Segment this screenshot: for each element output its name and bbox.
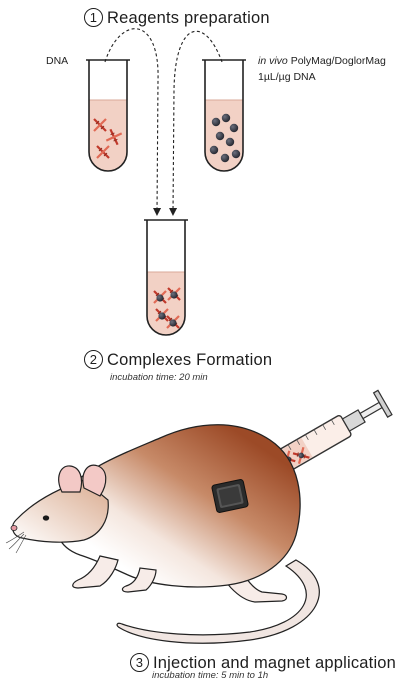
step-3-number: 3 [130, 653, 149, 672]
step-3-note: incubation time: 5 min to 1h [152, 670, 268, 681]
reagent-tube [202, 60, 246, 171]
dna-tube [86, 60, 130, 171]
rat-eye [43, 515, 49, 520]
step-2-title: Complexes Formation [107, 351, 272, 369]
reagent-label-italic: in vivo [258, 55, 288, 67]
step-1-number: 1 [84, 8, 103, 27]
rat-illustration [6, 425, 319, 643]
reagent-label-name: PolyMag/DoglorMag [291, 55, 386, 67]
complex-tube [144, 220, 188, 335]
rat-nose [11, 526, 17, 531]
complex-liquid [147, 272, 185, 335]
dna-liquid [89, 100, 127, 171]
rat-ear [59, 466, 82, 492]
step-2-note: incubation time: 20 min [110, 372, 208, 383]
step-1-title: Reagents preparation [107, 9, 270, 27]
reagent-label: in vivo PolyMag/DoglorMag [258, 55, 386, 67]
magnet-icon [211, 479, 248, 513]
dose-label: 1µL/µg DNA [258, 71, 316, 83]
dna-label: DNA [46, 55, 68, 67]
step-2-number: 2 [84, 350, 103, 369]
